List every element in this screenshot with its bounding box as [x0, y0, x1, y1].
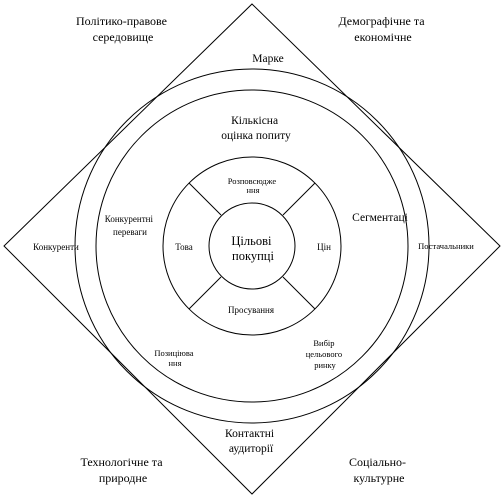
label-product: Това [175, 242, 192, 252]
outer-circle [74, 68, 430, 424]
label-demand-assessment: Кількісна оцінка попиту [221, 115, 291, 142]
corner-label-demographic-economic: Демографічне та економічне [338, 14, 427, 44]
inner-circle [162, 156, 342, 336]
label-competitors: Конкуренти [33, 242, 79, 252]
label-positioning: Позиціюва ння [154, 348, 195, 368]
middle-circle [95, 89, 409, 403]
label-suppliers: Постачальники [418, 241, 474, 251]
divider-top-left [188, 182, 222, 216]
divider-top-right [282, 182, 316, 216]
label-target-customers: Цільові покупці [231, 234, 274, 263]
corner-label-technological-natural: Технологічне та природне [80, 455, 165, 485]
label-price: Цін [317, 242, 331, 252]
center-circle [208, 202, 296, 290]
label-segmentation: Сегментаці [352, 212, 408, 224]
label-promotion: Просування [228, 305, 274, 315]
corner-label-political-legal: Політико-правове середовище [76, 14, 170, 44]
environment-diamond [3, 3, 501, 495]
divider-bottom-left [188, 276, 222, 310]
label-marketing: Марке [252, 53, 284, 65]
label-competitive-advantages: Конкурентні переваги [105, 214, 155, 237]
label-target-market-selection: Вибір цельового ринку [306, 338, 345, 370]
label-contact-audiences: Контактні аудиторії [225, 428, 277, 455]
label-distribution: Розповсюдже ння [228, 176, 279, 195]
divider-bottom-right [282, 276, 316, 310]
corner-label-socio-cultural: Соціально- культурне [349, 455, 409, 485]
